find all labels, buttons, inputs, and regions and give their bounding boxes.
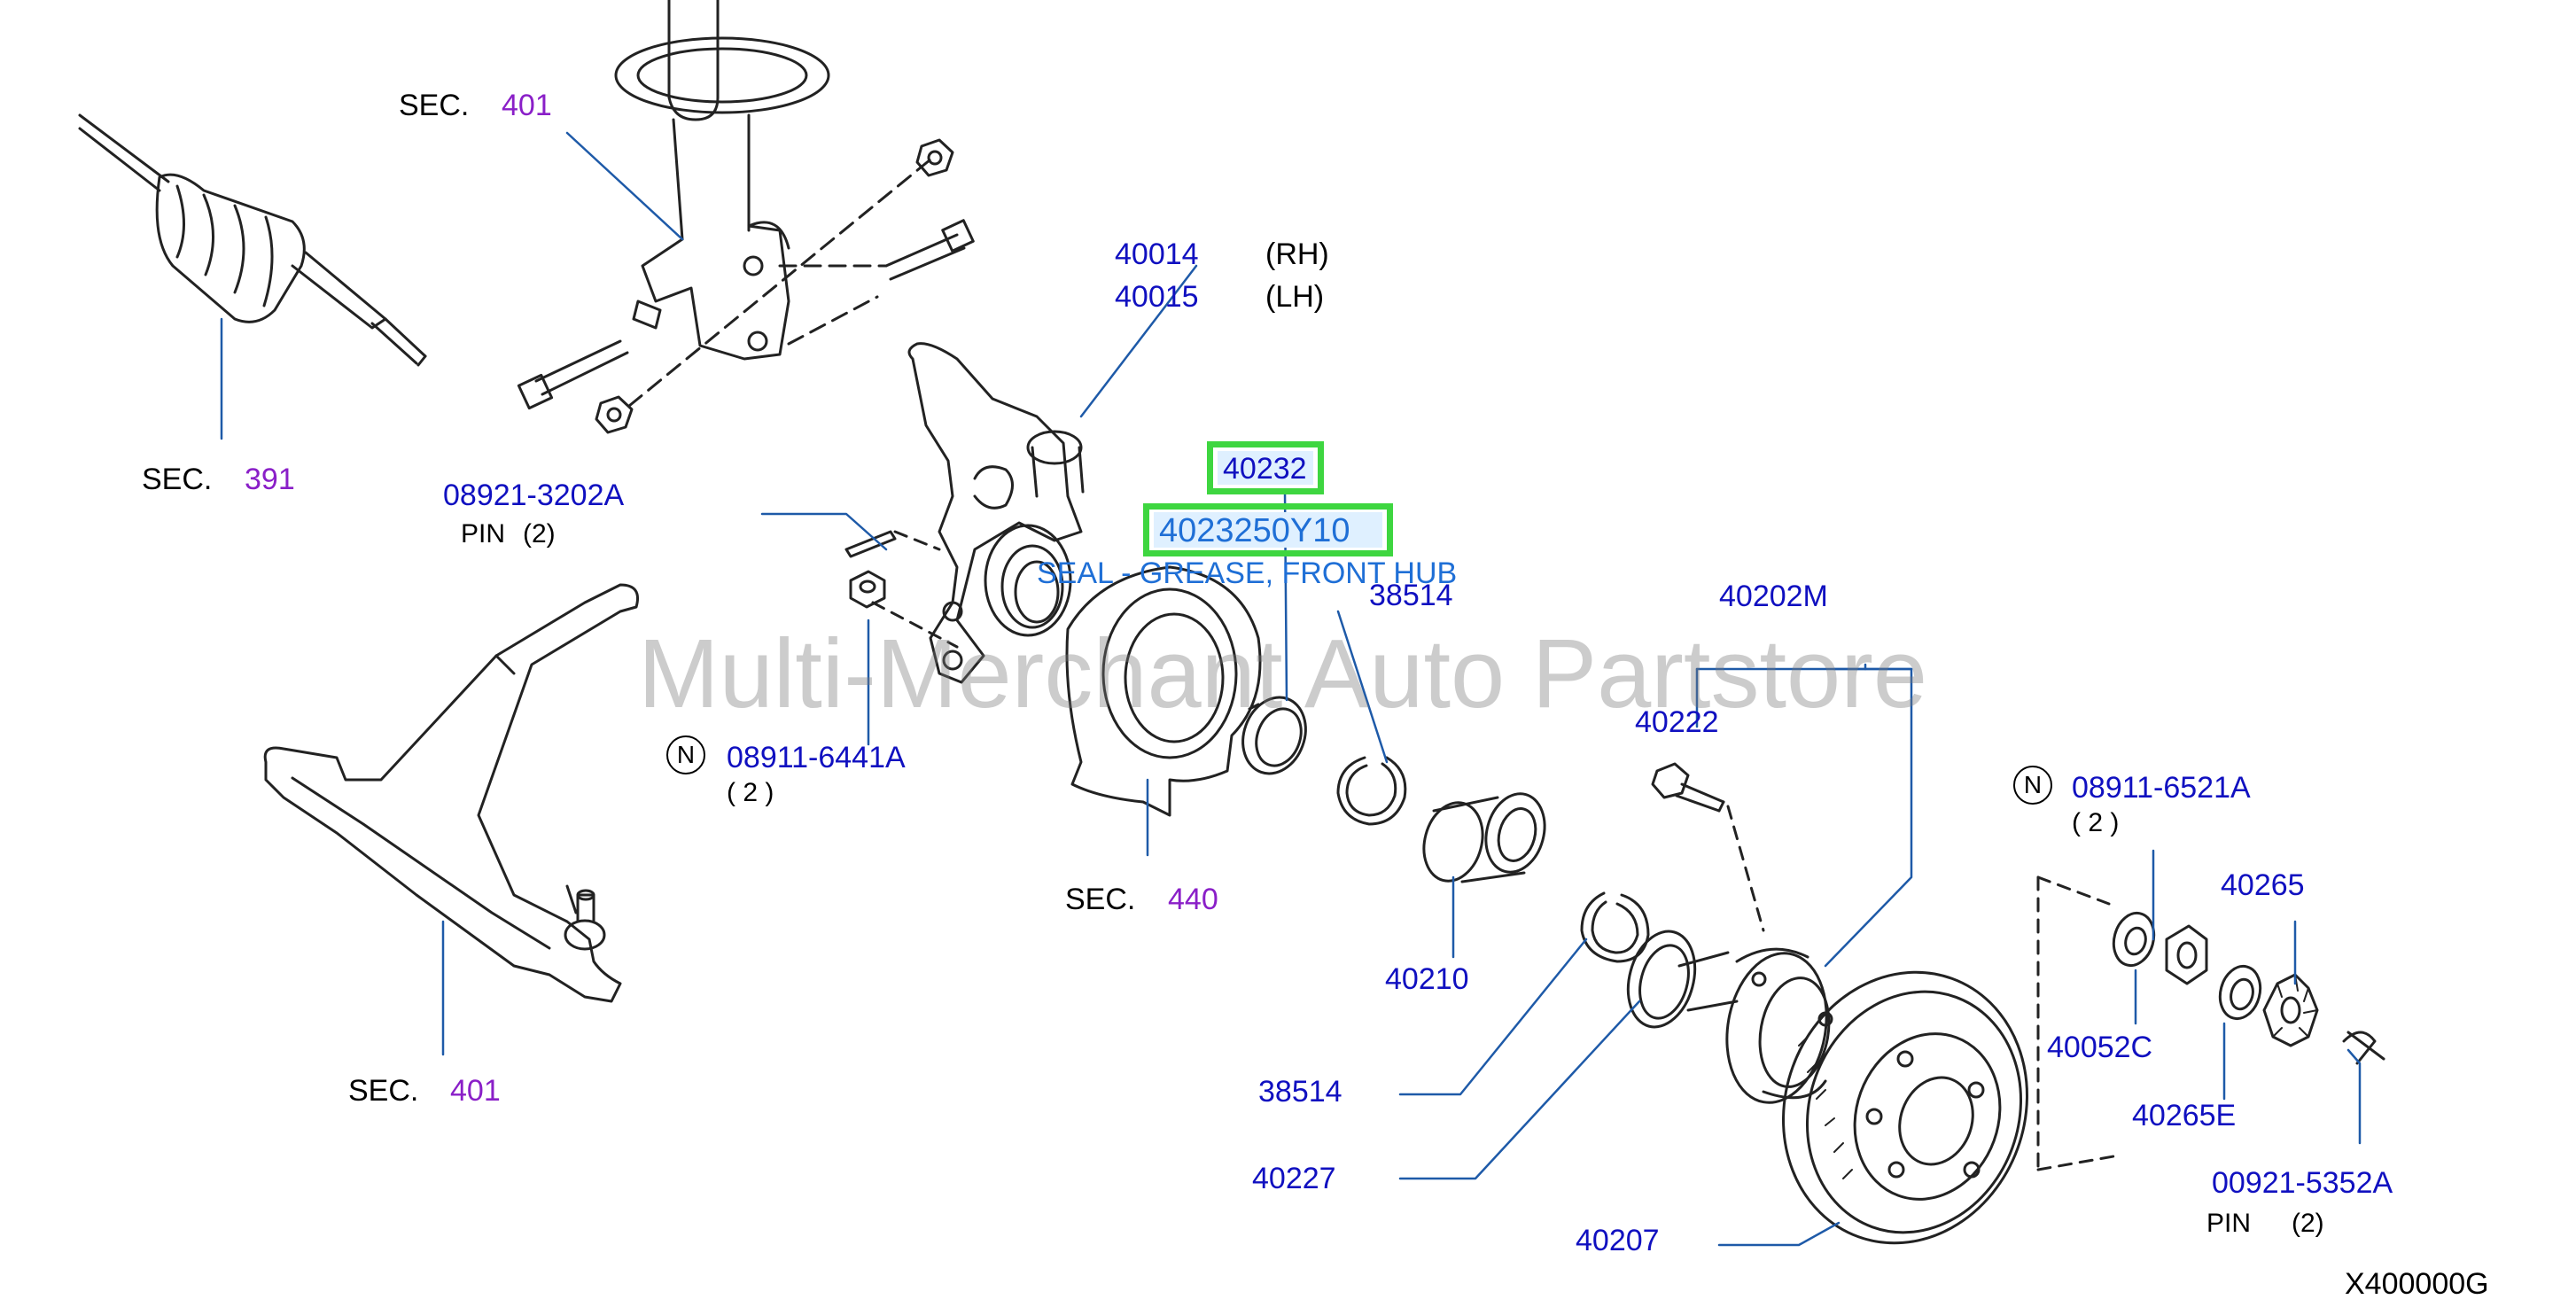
sec-strut-prefix: SEC. bbox=[399, 89, 470, 122]
cotter-pin-qty: (2) bbox=[2292, 1209, 2324, 1238]
sec-shaft-prefix: SEC. bbox=[142, 463, 213, 496]
part-08911-6441A[interactable]: 08911-6441A bbox=[727, 741, 906, 774]
pin-a-desc: PIN bbox=[461, 519, 506, 549]
cotter-pin-desc: PIN bbox=[2206, 1209, 2252, 1238]
baffle-plate-drawing bbox=[1065, 565, 1262, 817]
part-40265E[interactable]: 40265E bbox=[2132, 1099, 2237, 1132]
note-rh: (RH) bbox=[1265, 237, 1329, 271]
pin-a-qty: (2) bbox=[523, 519, 556, 549]
sec-shaft-number[interactable]: 391 bbox=[245, 463, 295, 496]
part-40227[interactable]: 40227 bbox=[1252, 1162, 1336, 1195]
seal-description: SEAL - GREASE, FRONT HUB bbox=[1037, 556, 1458, 590]
lower-arm-drawing bbox=[263, 583, 639, 1003]
nut-a-qty: ( 2 ) bbox=[727, 778, 774, 807]
part-40232[interactable]: 40232 bbox=[1223, 452, 1307, 486]
seal-ref-highlight-fill bbox=[1218, 451, 1313, 485]
part-4023250Y10[interactable]: 4023250Y10 bbox=[1159, 512, 1350, 549]
part-40014[interactable]: 40014 bbox=[1115, 237, 1199, 271]
diagram-code: X400000G bbox=[2345, 1267, 2489, 1301]
part-40207[interactable]: 40207 bbox=[1576, 1224, 1660, 1257]
sec-plate-prefix: SEC. bbox=[1065, 883, 1136, 916]
snap-ring-top-drawing bbox=[1336, 756, 1407, 826]
sec-arm-number[interactable]: 401 bbox=[450, 1074, 501, 1108]
disc-rotor-drawing bbox=[1782, 970, 2028, 1245]
part-40202M[interactable]: 40202M bbox=[1719, 580, 1828, 613]
pin-and-nut-drawing bbox=[844, 530, 959, 649]
snap-ring-bottom-drawing bbox=[1580, 891, 1650, 963]
new-part-marker: N bbox=[666, 735, 705, 774]
part-38514-top[interactable]: 38514 bbox=[1369, 579, 1453, 612]
seal-part-highlight[interactable] bbox=[1143, 503, 1393, 556]
note-lh: (LH) bbox=[1265, 280, 1325, 314]
part-00921-5352A[interactable]: 00921-5352A bbox=[2212, 1166, 2393, 1200]
part-40052C[interactable]: 40052C bbox=[2047, 1031, 2153, 1064]
seal-part-highlight-fill bbox=[1154, 512, 1382, 548]
sec-arm-prefix: SEC. bbox=[348, 1074, 419, 1108]
nut-b-qty: ( 2 ) bbox=[2072, 808, 2120, 837]
part-40222[interactable]: 40222 bbox=[1635, 705, 1719, 739]
seal-ref-highlight[interactable] bbox=[1207, 441, 1324, 494]
part-38514-bottom[interactable]: 38514 bbox=[1258, 1075, 1342, 1109]
part-08921-3202A[interactable]: 08921-3202A bbox=[443, 479, 625, 512]
drive-shaft-drawing bbox=[78, 113, 427, 367]
part-40265[interactable]: 40265 bbox=[2221, 868, 2305, 902]
new-part-marker-2: N bbox=[2013, 766, 2052, 805]
knuckle-drawing bbox=[907, 342, 1085, 684]
hub-drawing bbox=[1651, 762, 1833, 1104]
seal-40227-drawing bbox=[1626, 930, 1697, 1029]
part-40210[interactable]: 40210 bbox=[1385, 962, 1469, 996]
watermark: Multi-Merchant Auto Partstore bbox=[638, 619, 1928, 728]
bearing-drawing bbox=[1422, 792, 1546, 883]
sec-strut-number[interactable]: 401 bbox=[502, 89, 552, 122]
part-08911-6521A[interactable]: 08911-6521A bbox=[2072, 771, 2251, 805]
sec-plate-number[interactable]: 440 bbox=[1168, 883, 1218, 916]
part-40015[interactable]: 40015 bbox=[1115, 280, 1199, 314]
strut-drawing bbox=[517, 0, 975, 434]
hub-nut-hardware-drawing bbox=[2036, 875, 2385, 1171]
